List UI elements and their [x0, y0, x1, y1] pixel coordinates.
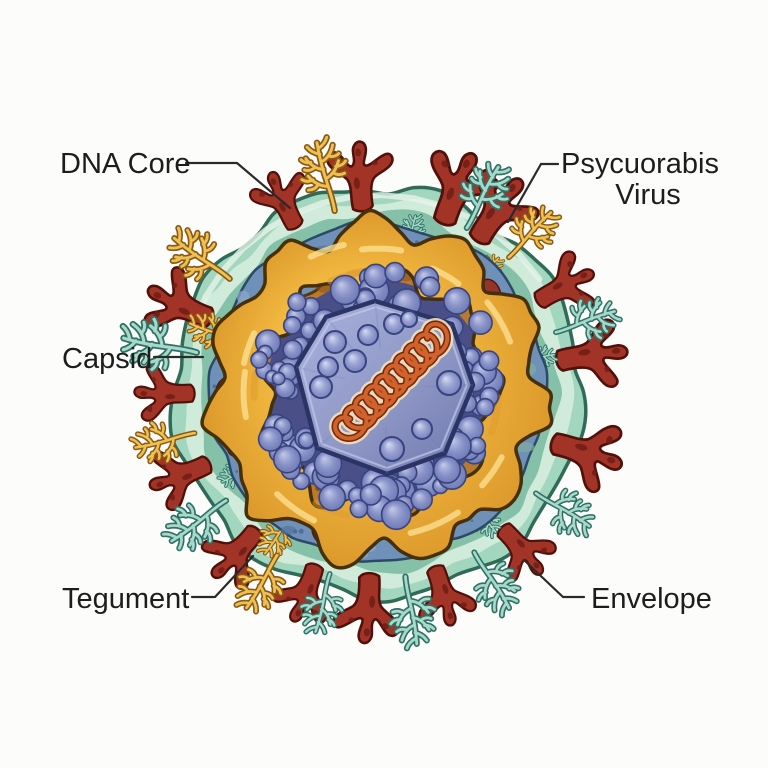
label-capsid: Capsid [62, 343, 152, 375]
capsid-highlight [359, 245, 405, 254]
core-sphere [379, 436, 405, 462]
label-dna-core: DNA Core [60, 148, 191, 180]
envelope-yellow-spike [506, 204, 563, 261]
core-sphere [343, 349, 367, 373]
capsid-highlight [479, 454, 505, 489]
matrix-dot [298, 528, 304, 534]
granule [250, 350, 269, 369]
granule [257, 426, 284, 452]
granule [359, 483, 382, 506]
matrix-dot [293, 529, 298, 534]
core-sphere [436, 370, 462, 396]
envelope-yellow-spike [233, 548, 287, 615]
dna-core-strand [329, 318, 454, 445]
granule [329, 274, 361, 306]
envelope-yellow-spike [166, 224, 233, 283]
core-sphere [323, 330, 347, 354]
granule [349, 499, 369, 519]
inner-yellow-sprig [255, 512, 295, 559]
granule [318, 483, 347, 512]
matrix-texture-blob [281, 525, 296, 535]
matrix-dot [470, 519, 474, 522]
label-tegument: Tegument [62, 583, 189, 615]
granule [287, 292, 307, 312]
granule [478, 350, 500, 372]
capsid-highlight [484, 299, 514, 345]
capsid-highlight [429, 265, 462, 287]
envelope-teal-spike [387, 573, 438, 652]
glycoprotein-spike [133, 363, 196, 422]
label-envelope: Envelope [591, 583, 712, 615]
core-bevel [301, 306, 468, 469]
granule [410, 488, 434, 511]
leader-line-tegument [190, 554, 255, 599]
matrix-dot [235, 470, 239, 473]
envelope-teal-spike [160, 497, 230, 553]
capsid-highlight [241, 330, 258, 367]
glycoprotein-spike [496, 522, 557, 583]
glycoprotein-spike [248, 170, 306, 231]
capsid-shade [488, 394, 502, 436]
granule [282, 315, 302, 335]
label-virus-name-line2: Virus [615, 179, 681, 211]
capsid-highlight [274, 491, 317, 524]
envelope-teal-spike [533, 487, 596, 539]
core-sphere [411, 418, 433, 440]
capsid-shade [250, 369, 260, 401]
granule [468, 310, 493, 336]
granule [432, 455, 462, 484]
leader-line-envelope [522, 558, 586, 599]
granule [282, 339, 303, 360]
core-sphere [357, 324, 379, 346]
granule [272, 444, 302, 474]
envelope-yellow-spike [297, 134, 349, 215]
capsid-highlight [307, 241, 347, 260]
glycoprotein-spike [533, 250, 596, 309]
core-sphere [317, 356, 339, 378]
envelope-teal-spike [298, 571, 345, 636]
envelope-teal-spike [553, 295, 623, 341]
glycoprotein-spike [549, 424, 623, 494]
granule [363, 263, 389, 289]
core-facet-line [374, 300, 382, 350]
envelope-teal-spike [471, 549, 522, 619]
granule [271, 371, 286, 386]
core-sphere [400, 310, 418, 328]
leader-line-virus-name [506, 162, 560, 224]
glycoprotein-spike [148, 450, 213, 512]
leader-line-dna-core [184, 161, 292, 210]
virus-illustration [119, 134, 629, 652]
core-sphere [309, 375, 333, 399]
granule-layer [250, 261, 505, 531]
envelope-yellow-spike [128, 420, 198, 465]
capsid-highlight [240, 368, 249, 421]
granule [380, 499, 412, 531]
granule [475, 397, 495, 417]
capsid-highlight [407, 509, 461, 536]
envelope-teal-spike [119, 315, 200, 373]
matrix-dot [212, 384, 217, 389]
callout-labels: DNA Core Psycuorabis Virus Capsid Tegume… [60, 148, 719, 615]
spike-layer [119, 134, 629, 652]
granule [384, 261, 406, 284]
granule [419, 276, 441, 298]
envelope-teal-spike [458, 160, 512, 232]
granule [443, 286, 471, 315]
label-virus-name-line1: Psycuorabis [561, 148, 719, 180]
dna-strand [333, 322, 450, 441]
